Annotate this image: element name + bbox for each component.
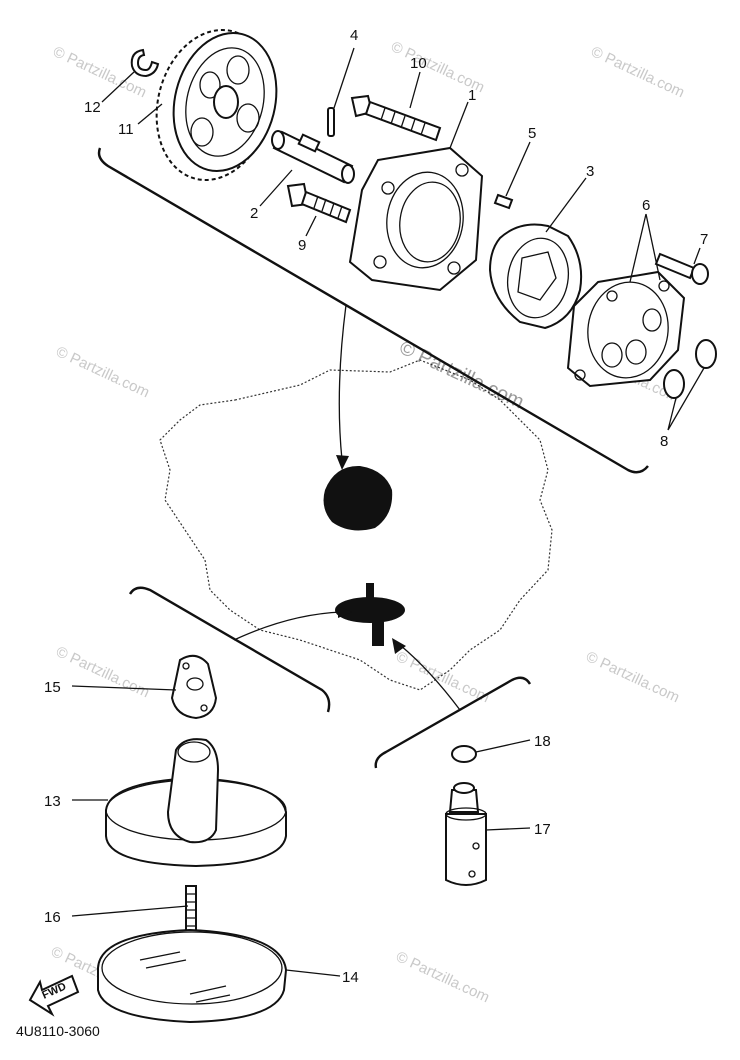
arrow-head [338,606,352,618]
watermark: © Partzilla.com [393,648,492,706]
part-label-13: 13 [44,793,61,810]
part-label-5: 5 [528,125,536,142]
part-label-16: 16 [44,909,61,926]
watermark: © Partzilla.com [393,948,492,1006]
part-label-1: 1 [468,87,476,104]
oil-pump-drive-gear [155,29,278,181]
fwd-direction-arrow: FWD [28,974,80,1017]
part-label-18: 18 [534,733,551,750]
watermark: © Partzilla.com [588,43,687,101]
pump-shaft [271,130,355,184]
diagram-code: 4U8110-3060 [16,1023,100,1039]
outer-rotor [488,223,583,330]
watermark-center: © Partzilla.com [396,337,527,414]
relief-valve [445,782,487,886]
part-label-9: 9 [298,237,306,254]
top-assembly-baseline [97,147,649,474]
bolt-10 [350,94,442,142]
circlip [130,48,160,78]
part-label-7: 7 [700,231,708,248]
part-label-14: 14 [342,969,359,986]
part-label-4: 4 [350,27,358,44]
part-number-labels: 12 11 4 10 1 5 3 6 7 8 2 9 15 13 16 14 1… [44,27,708,986]
watermark: © Partzilla.com [53,343,152,401]
part-label-11: 11 [118,121,134,138]
watermark: © Partzilla.com [583,648,682,706]
pump-housing [348,146,484,292]
part-label-17: 17 [534,821,551,838]
leader-lines [71,47,705,977]
o-ring-upper [695,339,717,369]
screw-7 [654,252,709,285]
o-ring-lower [663,369,685,399]
arrow-head [392,638,406,654]
lower-right-baseline [374,676,532,769]
pump-cover [566,270,686,388]
dowel-pin-4 [327,107,335,137]
watermark: © Partzilla.com [53,643,152,701]
dowel-pin-5 [493,193,514,210]
part-label-10: 10 [410,55,427,72]
arrow-to-engine [338,304,347,461]
part-label-2: 2 [250,205,258,222]
bolt-9 [286,182,352,224]
strainer-housing [105,738,287,868]
lower-pump-mount-black [335,583,405,646]
arrow-to-lower-pump-right [399,644,461,711]
gasket-15 [170,654,218,720]
part-label-12: 12 [84,99,101,116]
part-label-8: 8 [660,433,668,450]
arrow-head [336,455,349,470]
o-ring-18 [451,745,477,763]
pump-mount-black [323,465,393,531]
lower-left-baseline [128,586,331,713]
part-label-3: 3 [586,163,594,180]
arrow-to-lower-pump [233,611,343,641]
strainer-screen [97,928,288,1024]
part-label-6: 6 [642,197,650,214]
part-label-15: 15 [44,679,61,696]
